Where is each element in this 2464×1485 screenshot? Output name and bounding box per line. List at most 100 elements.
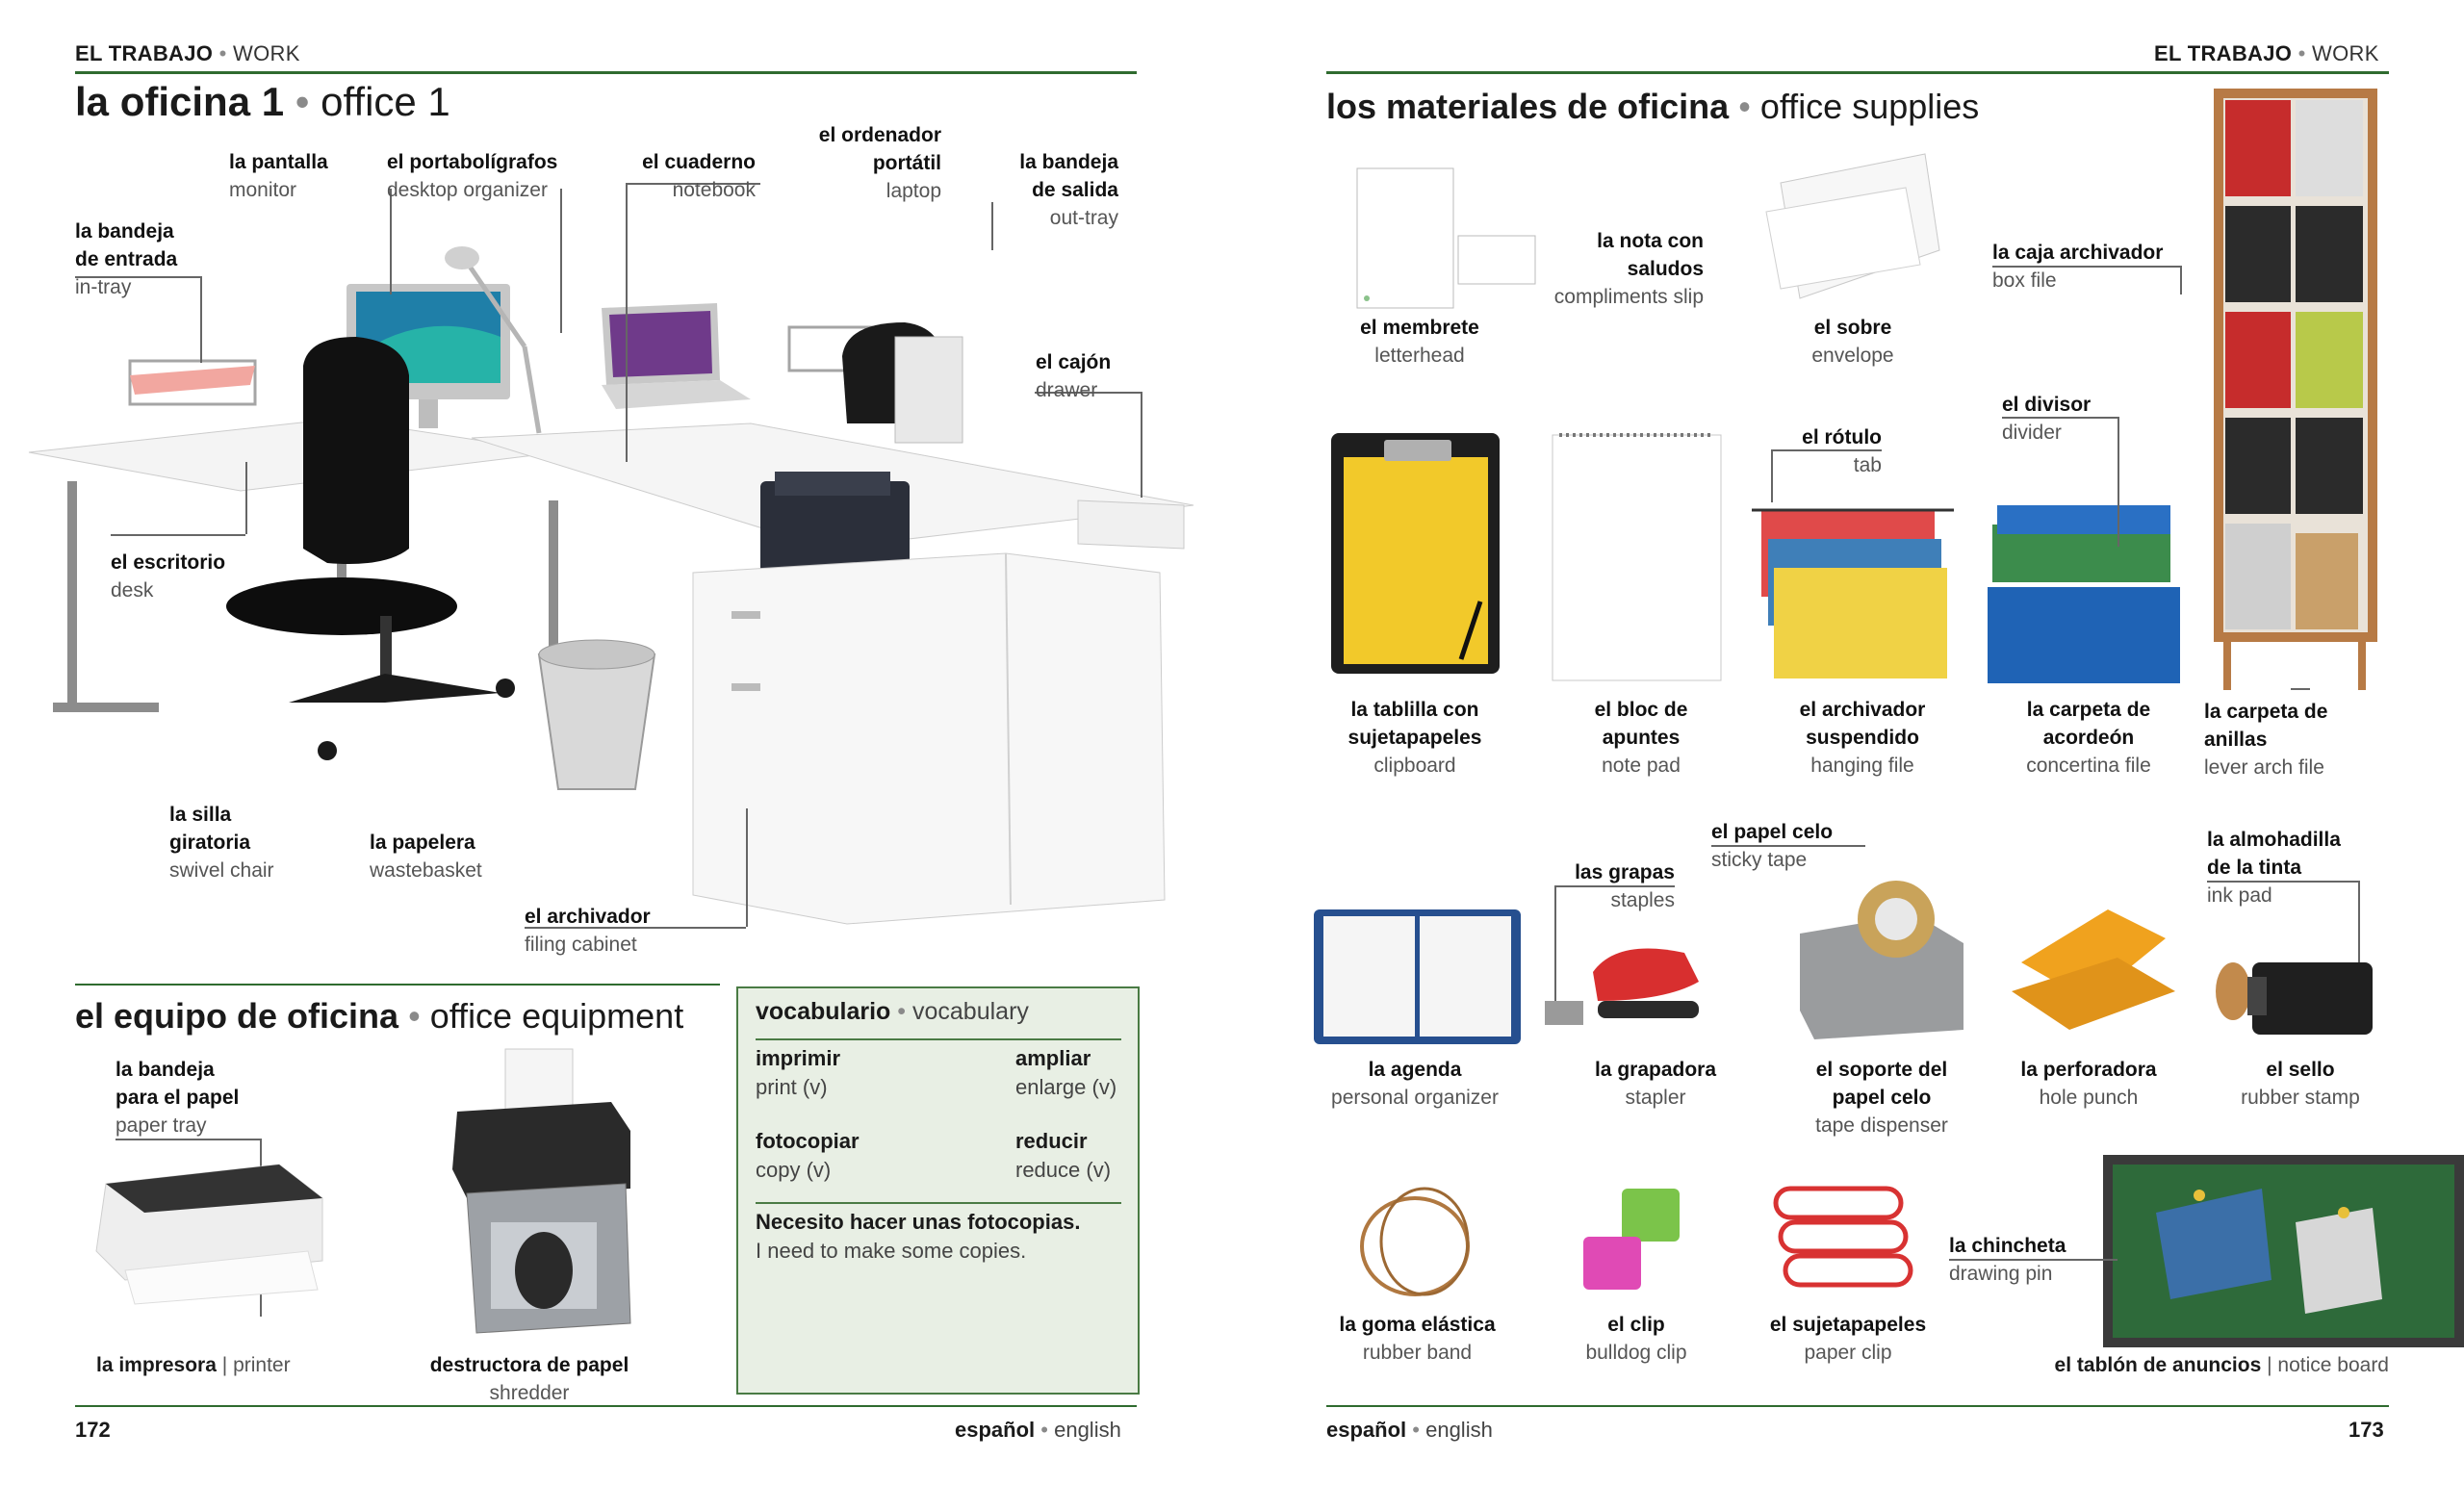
leader-line bbox=[1035, 392, 1141, 394]
running-head-es: EL TRABAJO bbox=[2154, 41, 2293, 65]
label-es: de la tinta bbox=[2207, 857, 2302, 879]
cabinet-handle bbox=[732, 611, 760, 619]
vocab-word: fotocopiar copy (v) bbox=[756, 1127, 860, 1185]
label-es: el clip bbox=[1607, 1314, 1665, 1336]
lamp-head bbox=[445, 246, 479, 269]
shredder-handle bbox=[515, 1232, 573, 1309]
section-title-en: office 1 bbox=[321, 79, 450, 124]
leader-line bbox=[1141, 392, 1142, 498]
clipboard-image bbox=[1331, 433, 1500, 674]
stamp-base bbox=[2247, 977, 2267, 1015]
label-staples: las grapas staples bbox=[1540, 858, 1675, 914]
filing-cabinet-body bbox=[692, 552, 1166, 925]
label-compliments-slip: la nota con saludos compliments slip bbox=[1521, 227, 1704, 311]
label-es: la almohadilla bbox=[2207, 829, 2341, 851]
label-rubber-stamp: el sello rubber stamp bbox=[2204, 1056, 2397, 1112]
hole-punch-image bbox=[2012, 909, 2175, 1030]
label-hanging-file: el archivador suspendido hanging file bbox=[1761, 696, 1964, 780]
label-es: la pantalla bbox=[229, 151, 328, 173]
label-es: la goma elástica bbox=[1339, 1314, 1496, 1336]
label-es: el rótulo bbox=[1802, 426, 1882, 448]
label-en: concertina file bbox=[2026, 755, 2151, 777]
section-title-en: office equipment bbox=[429, 996, 684, 1036]
envelope-shape bbox=[1765, 187, 1921, 290]
swivel-chair-post bbox=[380, 616, 392, 683]
label-en: out-tray bbox=[1049, 207, 1118, 229]
label-es: la grapadora bbox=[1594, 1059, 1717, 1081]
label-es: la carpeta de bbox=[2204, 701, 2328, 723]
label-en: rubber band bbox=[1362, 1342, 1473, 1364]
vocab-es: ampliar bbox=[1015, 1046, 1091, 1070]
label-es: la tablilla con bbox=[1350, 699, 1479, 721]
box-file-red bbox=[2225, 100, 2291, 196]
notice-board-image bbox=[2103, 1155, 2464, 1347]
vocab-phrase-en: I need to make some copies. bbox=[756, 1239, 1027, 1263]
label-en: wastebasket bbox=[370, 859, 482, 882]
label-es: el ordenador bbox=[818, 124, 941, 146]
label-en: tab bbox=[1853, 454, 1882, 476]
label-hole-punch: la perforadora hole punch bbox=[1992, 1056, 2185, 1112]
vocab-en: print (v) bbox=[756, 1075, 828, 1099]
rubber-band bbox=[1360, 1196, 1470, 1296]
label-drawing-pin: la chincheta drawing pin bbox=[1949, 1232, 2066, 1288]
paper-clip bbox=[1773, 1186, 1904, 1220]
footer-rule-right bbox=[1326, 1405, 2389, 1407]
label-shredder: destructora de papel shredder bbox=[404, 1351, 654, 1407]
label-en: desk bbox=[111, 579, 154, 602]
label-es: el membrete bbox=[1360, 317, 1479, 339]
leader-line bbox=[2118, 417, 2119, 547]
leader-line bbox=[1554, 885, 1556, 1006]
label-es: el archivador bbox=[525, 906, 651, 928]
in-tray-paper bbox=[130, 366, 255, 395]
vocab-es: imprimir bbox=[756, 1046, 841, 1070]
pinned-photo bbox=[2296, 1208, 2382, 1314]
vocab-es: reducir bbox=[1015, 1129, 1088, 1153]
label-es: la nota con bbox=[1597, 230, 1704, 252]
footer-es: español bbox=[1326, 1418, 1407, 1442]
label-es: la papelera bbox=[370, 832, 475, 854]
vocabulary-box: vocabulario • vocabulary imprimir print … bbox=[736, 986, 1140, 1395]
label-en: box file bbox=[1992, 269, 2057, 292]
leader-line bbox=[390, 189, 392, 294]
label-en: tape dispenser bbox=[1815, 1114, 1948, 1137]
label-personal-organizer: la agenda personal organizer bbox=[1304, 1056, 1526, 1112]
swivel-chair-base bbox=[289, 674, 500, 703]
label-wastebasket: la papelera wastebasket bbox=[370, 829, 482, 884]
lamp-arm bbox=[522, 346, 542, 434]
label-es: la bandeja bbox=[1019, 151, 1118, 173]
leader-line bbox=[1711, 845, 1865, 847]
label-en: staples bbox=[1610, 889, 1675, 911]
label-en: monitor bbox=[229, 179, 297, 201]
label-monitor: la pantalla monitor bbox=[229, 148, 328, 204]
leader-line bbox=[111, 534, 245, 536]
label-en: clipboard bbox=[1373, 755, 1456, 777]
label-en: ink pad bbox=[2207, 884, 2272, 907]
label-es: sujetapapeles bbox=[1348, 727, 1482, 749]
label-es: la silla bbox=[169, 804, 232, 826]
label-letterhead: el membrete letterhead bbox=[1348, 314, 1492, 370]
label-es: destructora de papel bbox=[429, 1354, 629, 1376]
vocab-divider bbox=[756, 1038, 1121, 1040]
label-en: drawing pin bbox=[1949, 1263, 2053, 1285]
printer-paper-tray bbox=[124, 1250, 319, 1305]
label-separator: | bbox=[221, 1354, 228, 1376]
note-pad-image bbox=[1552, 433, 1722, 681]
label-es: de entrada bbox=[75, 248, 178, 270]
vocabulary-title: vocabulario • vocabulary bbox=[756, 998, 1029, 1026]
clipboard-paper bbox=[1344, 457, 1488, 664]
leader-line bbox=[626, 183, 760, 185]
desk-leg bbox=[67, 481, 77, 712]
bullet-icon: • bbox=[218, 41, 227, 65]
in-tray-wire bbox=[128, 359, 257, 406]
label-concertina-file: la carpeta de acordeón concertina file bbox=[1988, 696, 2190, 780]
label-paper-clip: el sujetapapeles paper clip bbox=[1742, 1311, 1954, 1367]
hanging-file-image bbox=[1752, 508, 1954, 678]
label-es: portátil bbox=[872, 152, 941, 174]
label-en: lever arch file bbox=[2204, 756, 2324, 779]
organizer-page bbox=[1323, 916, 1415, 1037]
stamp-handle bbox=[2216, 962, 2250, 1020]
footer-rule-left bbox=[75, 1405, 1137, 1407]
label-es: el escritorio bbox=[111, 551, 226, 574]
label-es: la agenda bbox=[1368, 1059, 1462, 1081]
monitor-stand bbox=[419, 399, 438, 428]
